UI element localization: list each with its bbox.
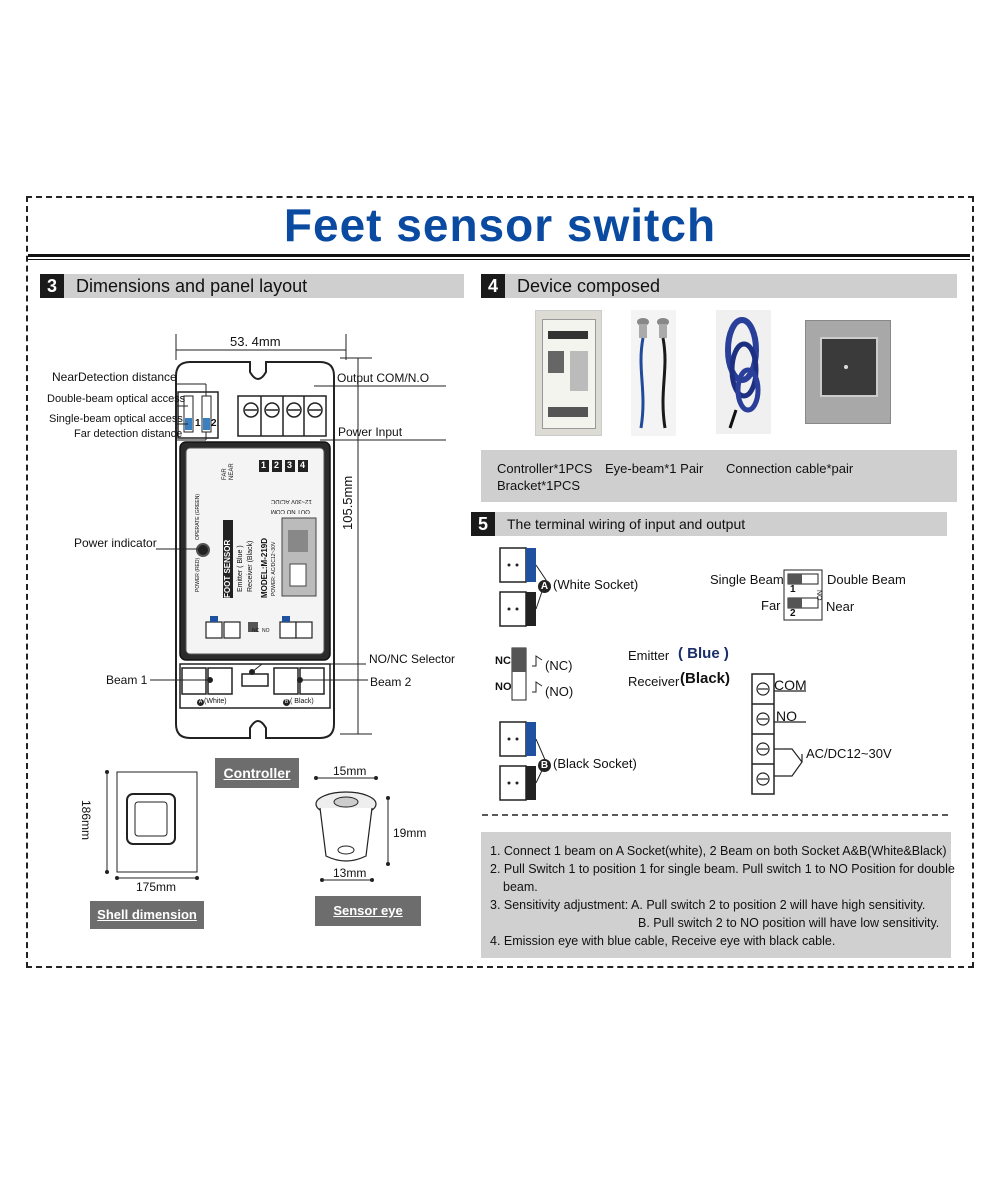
single-beam-label: Single-beam optical access (49, 413, 183, 425)
power-input-label: Power Input (338, 425, 403, 439)
note-3: 3. Sensitivity adjustment: A. Pull switc… (490, 898, 926, 912)
page-title: Feet sensor switch (283, 199, 717, 251)
nonc-selector-label: NO/NC Selector (369, 652, 456, 666)
terminal-4: 4 (300, 460, 306, 470)
components-box: Controller*1PCS Eye-beam*1 Pair Connecti… (481, 450, 957, 502)
note-2-cont: beam. (503, 880, 538, 894)
dip-2-label: 2 (211, 418, 217, 429)
emitter-label: Emitter (628, 648, 670, 663)
note-2: 2. Pull Switch 1 to position 1 for singl… (490, 862, 955, 876)
double-beam-label: Double-beam optical access (47, 393, 186, 405)
section-5-number: 5 (471, 512, 495, 536)
outer-dashed-frame (26, 196, 974, 968)
socket-a-white-text: (White) (204, 698, 227, 705)
white-socket-label: A(White Socket) (538, 577, 638, 593)
shell-dimension-button[interactable]: Shell dimension (90, 901, 204, 929)
panel-nc: NC (252, 628, 260, 634)
section-4-header: 4 Device composed (481, 274, 957, 298)
receiver-color: (Black) (680, 670, 731, 687)
socket-b-black: B( Black) (283, 698, 314, 706)
dip-1-setting: 1 (790, 584, 796, 595)
near-setting: Near (826, 599, 855, 614)
dip-1-label: 1 (195, 418, 201, 429)
component-cable: Connection cable*pair (726, 461, 854, 476)
receiver-label: Receiver (628, 674, 680, 689)
terminal-1: 1 (261, 460, 267, 470)
beam1-label: Beam 1 (106, 673, 148, 687)
no-terminal: NO (776, 708, 797, 724)
section-4-number: 4 (481, 274, 505, 298)
nc-paren-label: (NC) (545, 658, 573, 673)
socket-b-mark: B (283, 699, 290, 706)
no-paren-label: (NO) (545, 684, 574, 699)
com-terminal: COM (774, 677, 807, 693)
cable-photo (716, 310, 771, 434)
section-3-header: 3 Dimensions and panel layout (40, 274, 464, 298)
section-5-header: 5 The terminal wiring of input and outpu… (471, 512, 947, 536)
near-detection-label: NearDetection distance (52, 370, 177, 384)
eye-beam-photo (631, 310, 676, 436)
width-dimension: 53. 4mm (230, 334, 281, 349)
dip-2-setting: 2 (790, 608, 796, 619)
terminal-2: 2 (274, 460, 280, 470)
far-detection-label: Far detection distance (74, 428, 183, 440)
beam2-label: Beam 2 (370, 675, 412, 689)
socket-a-white: A(White) (197, 698, 227, 706)
title-rule (28, 254, 970, 257)
black-socket-label: B(Black Socket) (538, 756, 637, 772)
socket-b-circle: B (538, 759, 551, 772)
sensor-eye-button[interactable]: Sensor eye (315, 896, 421, 926)
white-socket-text: (White Socket) (553, 577, 639, 592)
section-3-number: 3 (40, 274, 64, 298)
component-bracket: Bracket*1PCS (497, 478, 581, 493)
dip-on-setting: NO (815, 590, 822, 601)
note-4: 4. Emission eye with blue cable, Receive… (490, 934, 836, 948)
emitter-color: ( Blue ) (678, 645, 729, 662)
power-indicator-label: Power indicator (74, 536, 157, 550)
note-1: 1. Connect 1 beam on A Socket(white), 2 … (490, 844, 947, 858)
eye-height-dim: 19mm (393, 826, 427, 840)
component-eye-beam: Eye-beam*1 Pair (605, 461, 704, 476)
shell-width: 175mm (136, 880, 177, 894)
socket-a-mark: A (197, 699, 204, 706)
component-controller: Controller*1PCS (497, 461, 593, 476)
no-label: NO (495, 681, 512, 693)
nc-label: NC (495, 655, 511, 667)
socket-b-black-text: ( Black) (290, 698, 314, 705)
terminal-3: 3 (287, 460, 293, 470)
panel-no: NO (262, 628, 270, 634)
note-3-b: B. Pull switch 2 to NO position will hav… (638, 916, 940, 930)
output-label: Output COM/N.O (337, 371, 430, 385)
instructions-box: 1. Connect 1 beam on A Socket(white), 2 … (481, 832, 955, 958)
eye-top-dim: 15mm (333, 764, 367, 778)
bracket-photo (805, 320, 891, 424)
title-rule-thin (28, 259, 970, 260)
section-4-title: Device composed (517, 276, 661, 296)
far-setting: Far (761, 598, 781, 613)
socket-a-circle: A (538, 580, 551, 593)
controller-photo (535, 310, 602, 436)
double-beam-setting: Double Beam (827, 572, 906, 587)
controller-button[interactable]: Controller (215, 758, 299, 788)
single-beam-setting: Single Beam (710, 572, 784, 587)
section-3-title: Dimensions and panel layout (76, 276, 308, 296)
eye-bottom-dim: 13mm (333, 866, 367, 880)
black-socket-text: (Black Socket) (553, 756, 637, 771)
acdc-terminal: AC/DC12~30V (806, 746, 892, 761)
section-5-title: The terminal wiring of input and output (507, 516, 746, 532)
